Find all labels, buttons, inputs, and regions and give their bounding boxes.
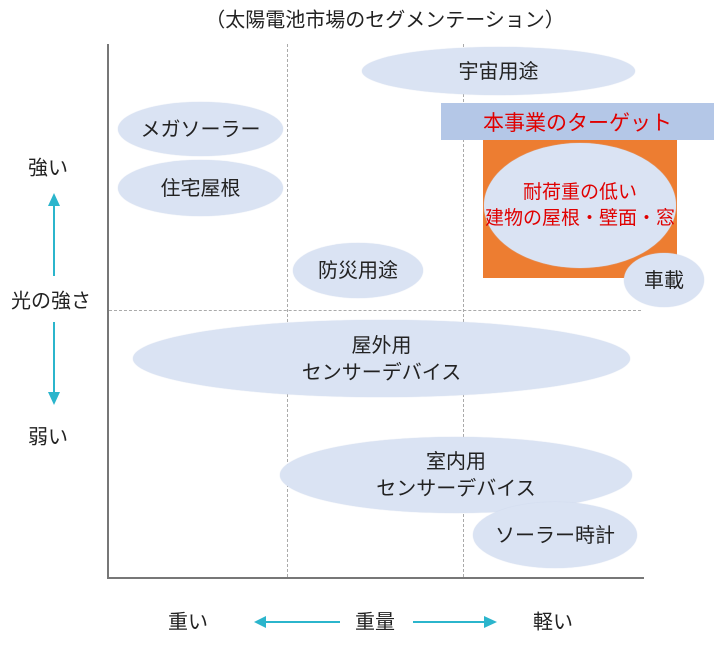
arrow-down-icon: [48, 322, 60, 405]
target-line2: 建物の屋根・壁面・窓: [484, 206, 675, 229]
segment-outdoor-sensor: 屋外用センサーデバイス: [133, 320, 630, 397]
segment-label: センサーデバイス: [301, 359, 462, 384]
x-axis-label: 重量: [355, 609, 395, 634]
segment-indoor-sensor: 室内用センサーデバイス: [280, 437, 632, 513]
segment-label: 住宅屋根: [160, 175, 241, 200]
segment-label: メガソーラー: [140, 116, 261, 141]
segment-label: 屋外用: [351, 332, 412, 357]
segment-space: 宇宙用途: [362, 47, 635, 95]
arrow-left-icon: [254, 616, 340, 628]
segment-label: 車載: [644, 267, 684, 292]
segment-label: 室内用: [426, 449, 486, 473]
segment-disaster: 防災用途: [293, 243, 423, 298]
x-right-label: 軽い: [533, 609, 573, 634]
segment-vehicle: 車載: [624, 253, 704, 307]
segment-mega-solar: メガソーラー: [118, 102, 283, 156]
y-low-label: 弱い: [28, 424, 68, 449]
y-axis-line: [107, 44, 109, 579]
y-axis-label: 光の強さ: [11, 288, 91, 313]
grid-divider-horizontal: [109, 310, 641, 311]
segment-label: 防災用途: [318, 258, 398, 282]
diagram-title: （太陽電池市場のセグメンテーション）: [205, 7, 565, 32]
segment-solar-watch: ソーラー時計: [473, 502, 637, 568]
segment-residential-roof: 住宅屋根: [118, 160, 283, 216]
target-header-label: 本事業のターゲット: [483, 110, 672, 135]
arrow-up-icon: [48, 193, 60, 276]
x-axis-line: [107, 577, 644, 579]
segment-label: センサーデバイス: [376, 476, 536, 500]
x-left-label: 重い: [168, 609, 208, 634]
arrow-right-icon: [413, 616, 497, 628]
y-high-label: 強い: [28, 155, 68, 180]
target-header: 本事業のターゲット: [441, 103, 714, 140]
target-line1: 耐荷重の低い: [522, 180, 637, 203]
target-segment: 耐荷重の低い建物の屋根・壁面・窓: [484, 143, 676, 268]
segment-label: 宇宙用途: [458, 58, 539, 83]
x-axis-arrows: [254, 616, 497, 628]
segment-label: ソーラー時計: [495, 522, 615, 547]
y-axis-arrows: [48, 193, 60, 405]
